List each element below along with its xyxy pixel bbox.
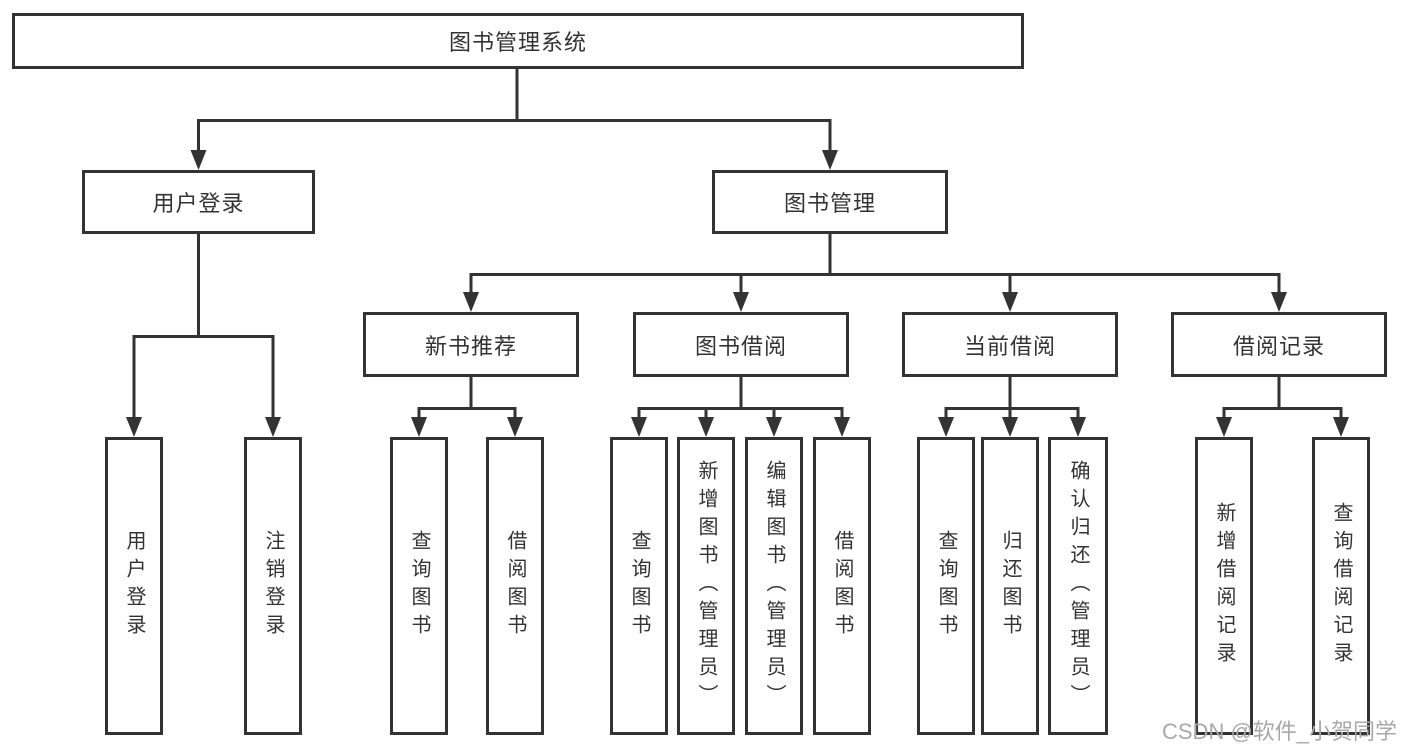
- leaf-box-borrow-books: 借阅图书: [813, 437, 871, 735]
- box-user-login: 用户登录: [82, 170, 315, 234]
- box-label: 新书推荐: [424, 333, 517, 359]
- leaf-box-edit-books-admin: 编辑图书（管理员）: [745, 437, 803, 735]
- edges-mgmt-to-level3: [463, 234, 1287, 312]
- box-label: 用户登录: [152, 191, 245, 216]
- box-book-borrow: 图书借阅: [633, 312, 849, 377]
- leaf-box-borrow-books-recommend: 借阅图书: [486, 437, 544, 735]
- edges-record-to-leaves: [1216, 377, 1349, 437]
- edges-recommend-to-leaves: [411, 377, 523, 437]
- leaf-label: 查询借阅记录: [1330, 502, 1352, 670]
- box-label: 借阅记录: [1232, 333, 1325, 359]
- leaf-box-search-books-current: 查询图书: [917, 437, 975, 735]
- leaf-label: 查询图书: [935, 530, 957, 642]
- box-label: 图书管理: [783, 191, 876, 216]
- leaf-label: 借阅图书: [831, 530, 853, 642]
- leaf-box-search-books-recommend: 查询图书: [390, 437, 448, 735]
- leaf-label: 归还图书: [999, 530, 1021, 642]
- edges-current-to-leaves: [938, 377, 1086, 437]
- leaf-label: 编辑图书（管理员）: [763, 460, 785, 712]
- leaf-box-confirm-return-admin: 确认归还（管理员）: [1048, 437, 1108, 735]
- csdn-watermark: CSDN @软件_小贺同学: [1162, 719, 1398, 744]
- leaf-box-search-books-borrow: 查询图书: [610, 437, 668, 735]
- leaf-label: 借阅图书: [504, 530, 526, 642]
- box-borrow-record: 借阅记录: [1171, 312, 1387, 377]
- leaf-box-return-books: 归还图书: [981, 437, 1039, 735]
- leaf-box-user-login: 用户登录: [105, 437, 163, 735]
- leaf-label: 新增图书（管理员）: [695, 460, 717, 712]
- edges-root-to-level2: [190, 69, 838, 170]
- root-label: 图书管理系统: [448, 30, 587, 55]
- leaf-label: 用户登录: [123, 530, 145, 642]
- box-label: 图书借阅: [694, 333, 787, 359]
- leaf-box-logout: 注销登录: [244, 437, 302, 735]
- leaf-label: 确认归还（管理员）: [1067, 460, 1089, 712]
- leaf-label: 新增借阅记录: [1213, 502, 1235, 670]
- leaf-label: 查询图书: [628, 530, 650, 642]
- box-book-management: 图书管理: [712, 170, 948, 234]
- edges-login-to-leaves: [126, 234, 281, 437]
- leaf-box-add-books-admin: 新增图书（管理员）: [677, 437, 735, 735]
- box-new-book-recommend: 新书推荐: [363, 312, 579, 377]
- leaf-label: 注销登录: [262, 530, 284, 642]
- box-label: 当前借阅: [963, 333, 1056, 359]
- leaf-label: 查询图书: [408, 530, 430, 642]
- leaf-box-add-borrow-record: 新增借阅记录: [1195, 437, 1253, 735]
- box-current-borrow: 当前借阅: [902, 312, 1118, 377]
- leaf-box-search-borrow-record: 查询借阅记录: [1312, 437, 1370, 735]
- root-box-library-system: 图书管理系统: [12, 13, 1024, 69]
- edges-borrow-to-leaves: [631, 377, 850, 437]
